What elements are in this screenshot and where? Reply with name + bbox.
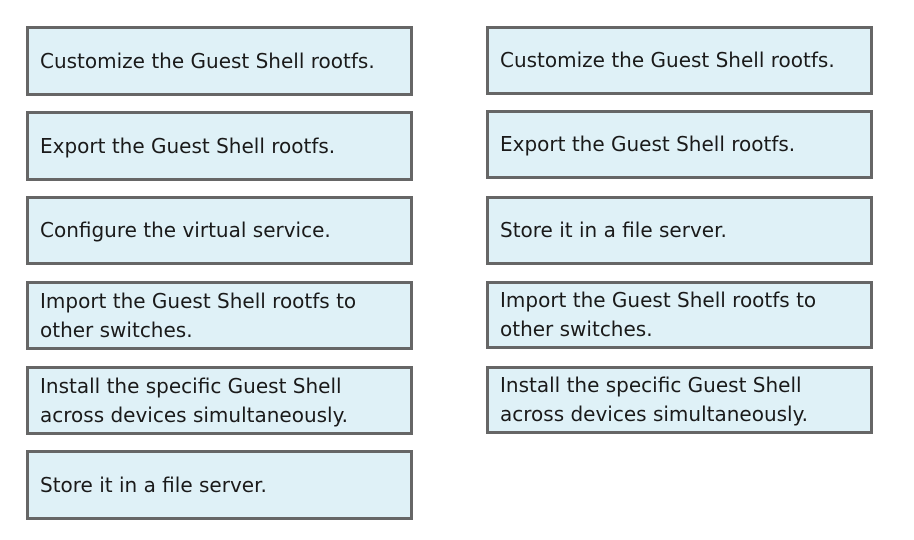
right-step-box[interactable]: Export the Guest Shell rootfs.	[486, 110, 873, 179]
left-step-box[interactable]: Export the Guest Shell rootfs.	[26, 111, 413, 181]
step-label: Export the Guest Shell rootfs.	[500, 132, 796, 156]
left-step-box[interactable]: Import the Guest Shell rootfs to other s…	[26, 281, 413, 350]
step-label: Import the Guest Shell rootfs to other s…	[40, 288, 357, 342]
right-step-box[interactable]: Import the Guest Shell rootfs to other s…	[486, 281, 873, 349]
step-label: Export the Guest Shell rootfs.	[40, 133, 336, 158]
step-label: Store it in a file server.	[40, 472, 267, 497]
left-step-box[interactable]: Configure the virtual service.	[26, 196, 413, 265]
step-label: Import the Guest Shell rootfs to other s…	[500, 288, 817, 341]
step-label: Customize the Guest Shell rootfs.	[40, 48, 375, 73]
step-label: Install the specific Guest Shell across …	[500, 373, 808, 426]
left-step-box[interactable]: Customize the Guest Shell rootfs.	[26, 26, 413, 96]
left-step-box[interactable]: Install the specific Guest Shell across …	[26, 366, 413, 435]
step-label: Customize the Guest Shell rootfs.	[500, 48, 835, 72]
right-step-box[interactable]: Store it in a file server.	[486, 196, 873, 265]
step-label: Configure the virtual service.	[40, 218, 331, 242]
left-step-box[interactable]: Store it in a file server.	[26, 450, 413, 520]
step-label: Store it in a file server.	[500, 218, 727, 242]
right-step-box[interactable]: Customize the Guest Shell rootfs.	[486, 26, 873, 95]
right-step-box[interactable]: Install the specific Guest Shell across …	[486, 366, 873, 434]
step-label: Install the specific Guest Shell across …	[40, 373, 348, 427]
